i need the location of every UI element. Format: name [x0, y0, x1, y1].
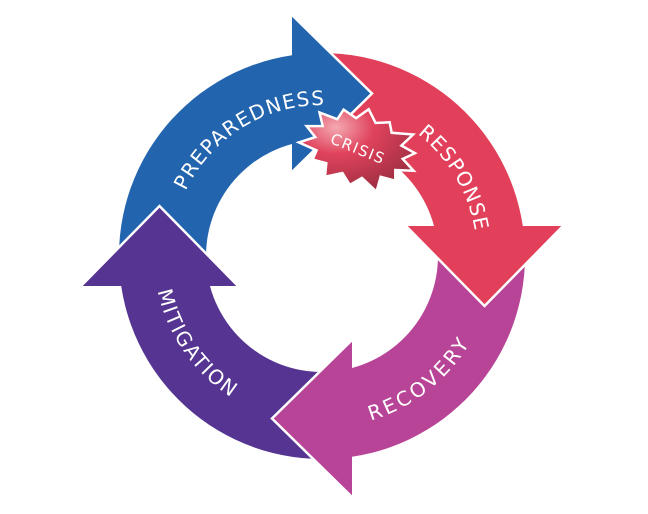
arrowhead-outline-mitigation	[80, 204, 239, 287]
arrowhead-outline-response	[405, 225, 564, 308]
crisis-badge: CRISIS	[295, 107, 418, 195]
arrowhead-fill-mitigation	[81, 206, 238, 286]
arrowhead-response	[405, 225, 564, 308]
arrowhead-outline-recovery	[270, 339, 353, 498]
arrowhead-recovery	[270, 339, 353, 498]
arrowhead-mitigation	[80, 204, 239, 287]
crisis-starburst-icon	[295, 107, 418, 195]
arrowhead-fill-recovery	[272, 340, 352, 497]
arrowhead-fill-response	[406, 226, 563, 306]
